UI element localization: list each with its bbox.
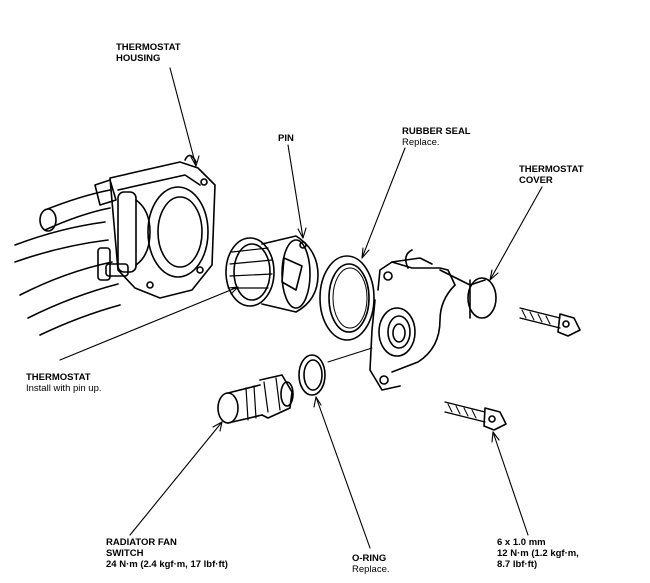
label-radiator-fan-switch-torque: 24 N·m (2.4 kgf·m, 17 lbf·ft) [106,559,228,570]
label-o-ring-note: Replace. [352,564,390,575]
label-thermostat: THERMOSTAT Install with pin up. [26,372,102,394]
label-bolt-spec-torque-imperial: 8.7 lbf·ft) [497,559,538,570]
label-thermostat-line1: THERMOSTAT [26,372,91,383]
label-radiator-fan-switch-line1: RADIATOR FAN [106,537,177,548]
cover-bolt-upper [519,307,581,337]
label-bolt-spec-torque: 12 N·m (1.2 kgf·m, [497,548,579,559]
label-o-ring: O-RING Replace. [352,553,390,575]
label-bolt-spec-size: 6 x 1.0 mm [497,537,546,548]
thermostat-housing [109,154,216,299]
o-ring [298,354,326,396]
cover-bolt-lower [444,401,507,431]
label-rubber-seal-line1: RUBBER SEAL [402,126,471,137]
thermostat-cover [369,249,497,391]
label-radiator-fan-switch-line2: SWITCH [106,548,144,559]
label-thermostat-cover-line1: THERMOSTAT [519,164,584,175]
label-thermostat-housing: THERMOSTAT HOUSING [116,42,181,64]
label-o-ring-line1: O-RING [352,553,387,564]
thermostat [225,235,319,313]
label-thermostat-housing-line2: HOUSING [116,53,161,64]
label-thermostat-housing-line1: THERMOSTAT [116,42,181,53]
label-bolt-spec: 6 x 1.0 mm 12 N·m (1.2 kgf·m, 8.7 lbf·ft… [497,537,579,570]
label-rubber-seal: RUBBER SEAL Replace. [402,126,471,148]
label-thermostat-note: Install with pin up. [26,383,102,394]
assembly-axis-line [327,347,373,363]
rubber-seal [319,255,375,341]
label-pin: PIN [278,133,294,144]
label-rubber-seal-note: Replace. [402,137,440,148]
label-thermostat-cover: THERMOSTAT COVER [519,164,584,186]
label-thermostat-cover-line2: COVER [519,175,553,186]
coolant-hoses [14,179,129,336]
leader-lines [59,67,543,549]
radiator-fan-switch [217,374,294,424]
label-pin-line1: PIN [278,133,294,144]
label-radiator-fan-switch: RADIATOR FAN SWITCH 24 N·m (2.4 kgf·m, 1… [106,537,228,570]
